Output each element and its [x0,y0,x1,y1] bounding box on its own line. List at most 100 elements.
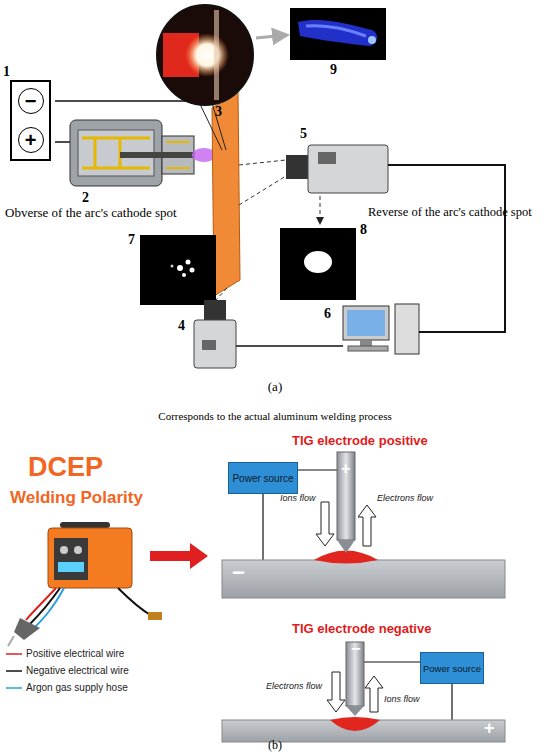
welder-machine [74,546,82,554]
view-label: Reverse of the arc's cathode spot [368,205,532,219]
callout-number: 7 [128,232,135,248]
view-label: Obverse of the arc's cathode spot [5,206,177,221]
polarity-sign: − [232,560,245,585]
lower-circuit [330,717,380,731]
legend-text: Argon gas supply hose [26,682,128,694]
optical-paths [239,176,286,205]
inset-arrow [256,35,287,38]
welder-machine [58,562,84,572]
workpiece-plate [212,92,240,296]
panel-label: (b) [0,739,550,753]
lower-circuit [327,672,345,712]
polarity-sign: − [351,640,360,658]
polarity-sign: + [484,718,495,739]
data-cables [388,165,505,332]
welder-machine [30,588,60,624]
node-text: − [18,88,44,114]
welding-torch [120,152,195,158]
computer-6 [348,346,388,351]
spot-image-9 [306,26,366,36]
welder-machine [54,538,88,580]
flow-label: Electrons flow [266,681,322,691]
callout-number: 4 [178,318,185,334]
spot-image-8 [280,228,356,300]
data-cables [236,165,505,346]
welder-machine [26,588,56,620]
welding-torch [70,120,216,186]
power-source-box: Power source [228,462,298,494]
lower-circuit [346,706,364,716]
camera-4 [204,300,226,320]
data-cables [236,345,343,347]
lower-circuit [364,661,420,662]
polarity-subtitle: Welding Polarity [10,488,143,508]
power-supply-box: −+ [10,80,51,161]
spot-image-7 [140,235,216,305]
callout-number: 5 [300,126,307,142]
node-text: Power source [232,473,293,484]
legend-text: Negative electrical wire [26,665,129,677]
legend-samples [6,654,22,688]
inset-leaders [212,103,226,150]
computer-6 [360,340,372,346]
welder-machine [8,636,14,646]
spot-image-9 [290,8,386,60]
legend-samples [6,653,22,655]
callout-number: 6 [324,306,331,322]
optical-paths [320,196,321,224]
camera-4 [194,320,236,368]
callout-number: 3 [215,104,222,120]
workpiece-plate [212,92,240,296]
callout-number: 9 [330,62,337,78]
polarity-title: DCEP [28,452,103,483]
spot-image-8 [304,251,332,273]
arc-inset [157,5,253,105]
upper-circuit [222,452,505,598]
camera-5 [286,145,388,193]
welder-machine [48,528,132,588]
upper-circuit [262,494,263,560]
spot-image-7 [182,273,186,277]
inset-leaders [200,103,226,150]
spot-image-7 [171,265,174,268]
camera-4 [194,300,236,368]
node-text: Power source [423,663,481,674]
upper-circuit [298,469,337,470]
welder-machine [118,588,152,616]
upper-circuit [358,505,376,546]
spot-image-7 [190,268,195,273]
upper-circuit [222,560,505,598]
optical-paths [239,160,286,165]
lower-circuit [451,684,452,720]
panel-label: (a) [0,380,550,395]
lower-circuit [222,642,505,742]
spot-image-9 [290,8,386,60]
optical-paths [216,288,227,300]
legend-samples [6,687,22,689]
arc-inset [157,5,253,105]
callout-number: 2 [82,190,89,206]
arc-inset [214,10,219,100]
spot-image-7 [140,235,216,305]
legend-samples [6,670,22,672]
welder-machine [60,546,68,554]
camera-5 [308,145,388,193]
upper-circuit [337,540,355,553]
pointer-arrow [150,543,208,569]
welder-machine [148,612,162,620]
spot-image-9 [368,36,376,44]
upper-circuit [316,502,334,546]
computer-6 [347,310,385,336]
upper-circuit [337,452,355,540]
inset-arrow [256,35,287,38]
flow-label: Ions flow [384,694,420,704]
spot-image-7 [186,260,191,265]
welder-machine [34,588,64,628]
welder-machine [8,522,162,646]
computer-6 [343,306,389,340]
camera-5 [318,152,336,164]
computer-6 [343,304,419,354]
power-wires [55,141,72,143]
